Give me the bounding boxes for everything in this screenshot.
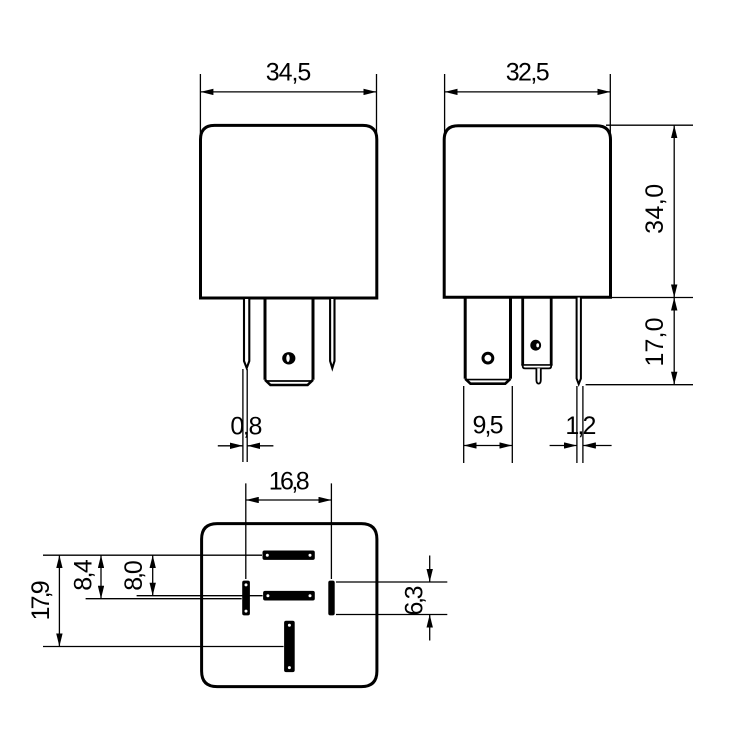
svg-text:34,5: 34,5 [266, 59, 312, 87]
svg-text:8,0: 8,0 [120, 560, 148, 591]
svg-text:17,0: 17,0 [641, 318, 669, 367]
svg-text:34,0: 34,0 [641, 184, 669, 234]
svg-text:16,8: 16,8 [269, 468, 310, 496]
svg-text:17,9: 17,9 [27, 580, 55, 620]
svg-text:32,5: 32,5 [506, 59, 550, 87]
svg-text:9,5: 9,5 [473, 412, 504, 440]
svg-text:0,8: 0,8 [230, 413, 262, 441]
svg-text:1,2: 1,2 [565, 412, 596, 440]
svg-text:6,3: 6,3 [401, 586, 429, 616]
svg-text:8,4: 8,4 [70, 559, 98, 591]
